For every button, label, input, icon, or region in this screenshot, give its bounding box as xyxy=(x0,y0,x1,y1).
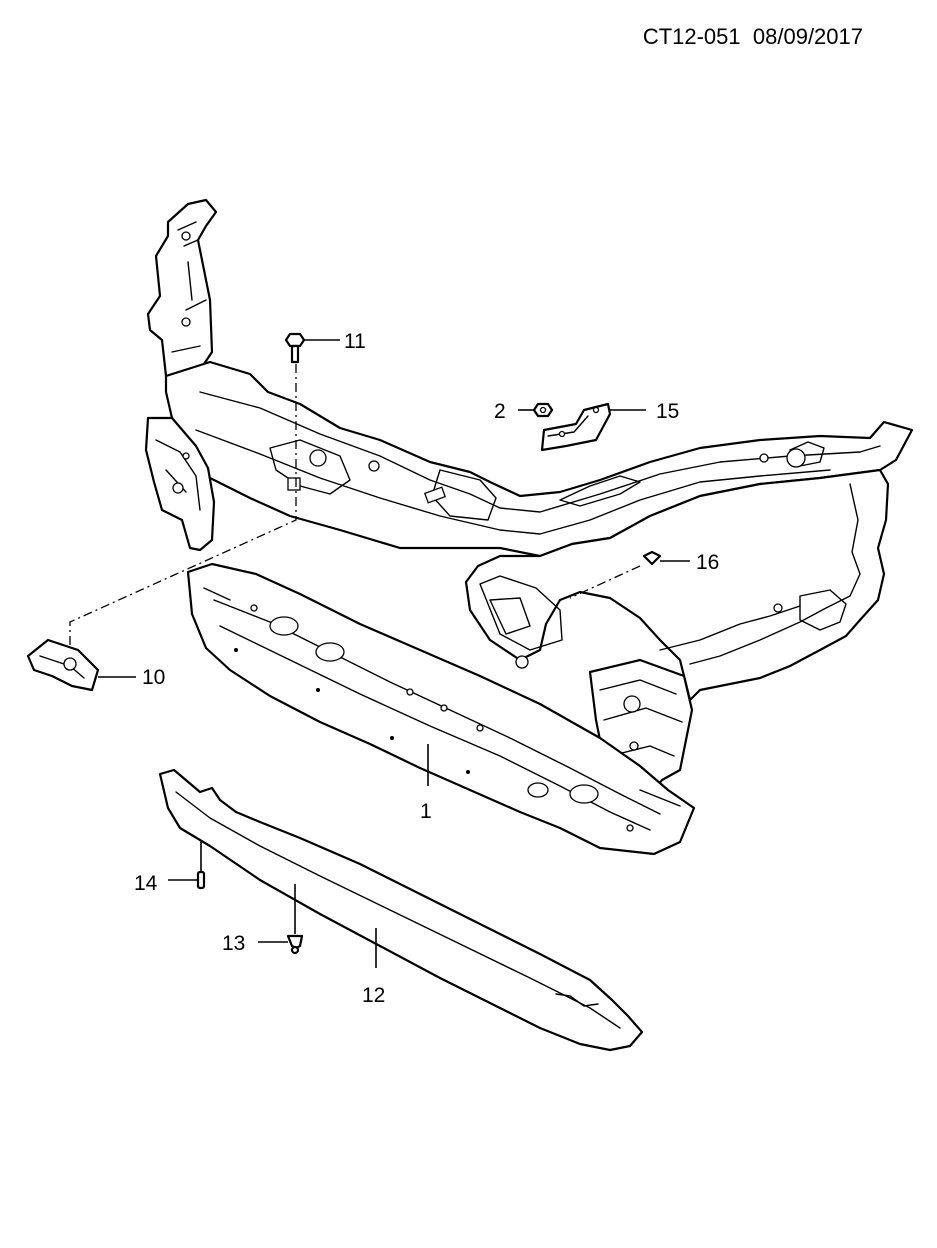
part-2-nut xyxy=(518,402,554,418)
callout-16: 16 xyxy=(696,551,719,574)
part-15-bracket xyxy=(540,402,646,452)
part-14-pin xyxy=(168,840,206,890)
part-11-bolt xyxy=(284,332,340,364)
part-10-bracket xyxy=(26,638,136,692)
callout-1: 1 xyxy=(420,800,432,823)
header: CT12-051 08/09/2017 xyxy=(643,24,863,50)
part-13-clip xyxy=(258,884,304,955)
callout-12: 12 xyxy=(362,984,385,1007)
callout-11: 11 xyxy=(344,330,366,353)
diagram-date: 08/09/2017 xyxy=(752,24,863,49)
diagram-code: CT12-051 xyxy=(642,24,741,49)
callout-13: 13 xyxy=(222,932,245,955)
assembly-line-16 xyxy=(569,565,641,599)
part-16-clip xyxy=(642,550,690,566)
radiator-support-panel xyxy=(144,198,914,856)
callout-2: 2 xyxy=(494,400,506,423)
callout-10: 10 xyxy=(142,666,165,689)
assembly-line-11-10 xyxy=(69,364,297,648)
callout-15: 15 xyxy=(656,400,679,423)
part-12-air-deflector xyxy=(158,768,644,1052)
callout-14: 14 xyxy=(134,872,158,895)
